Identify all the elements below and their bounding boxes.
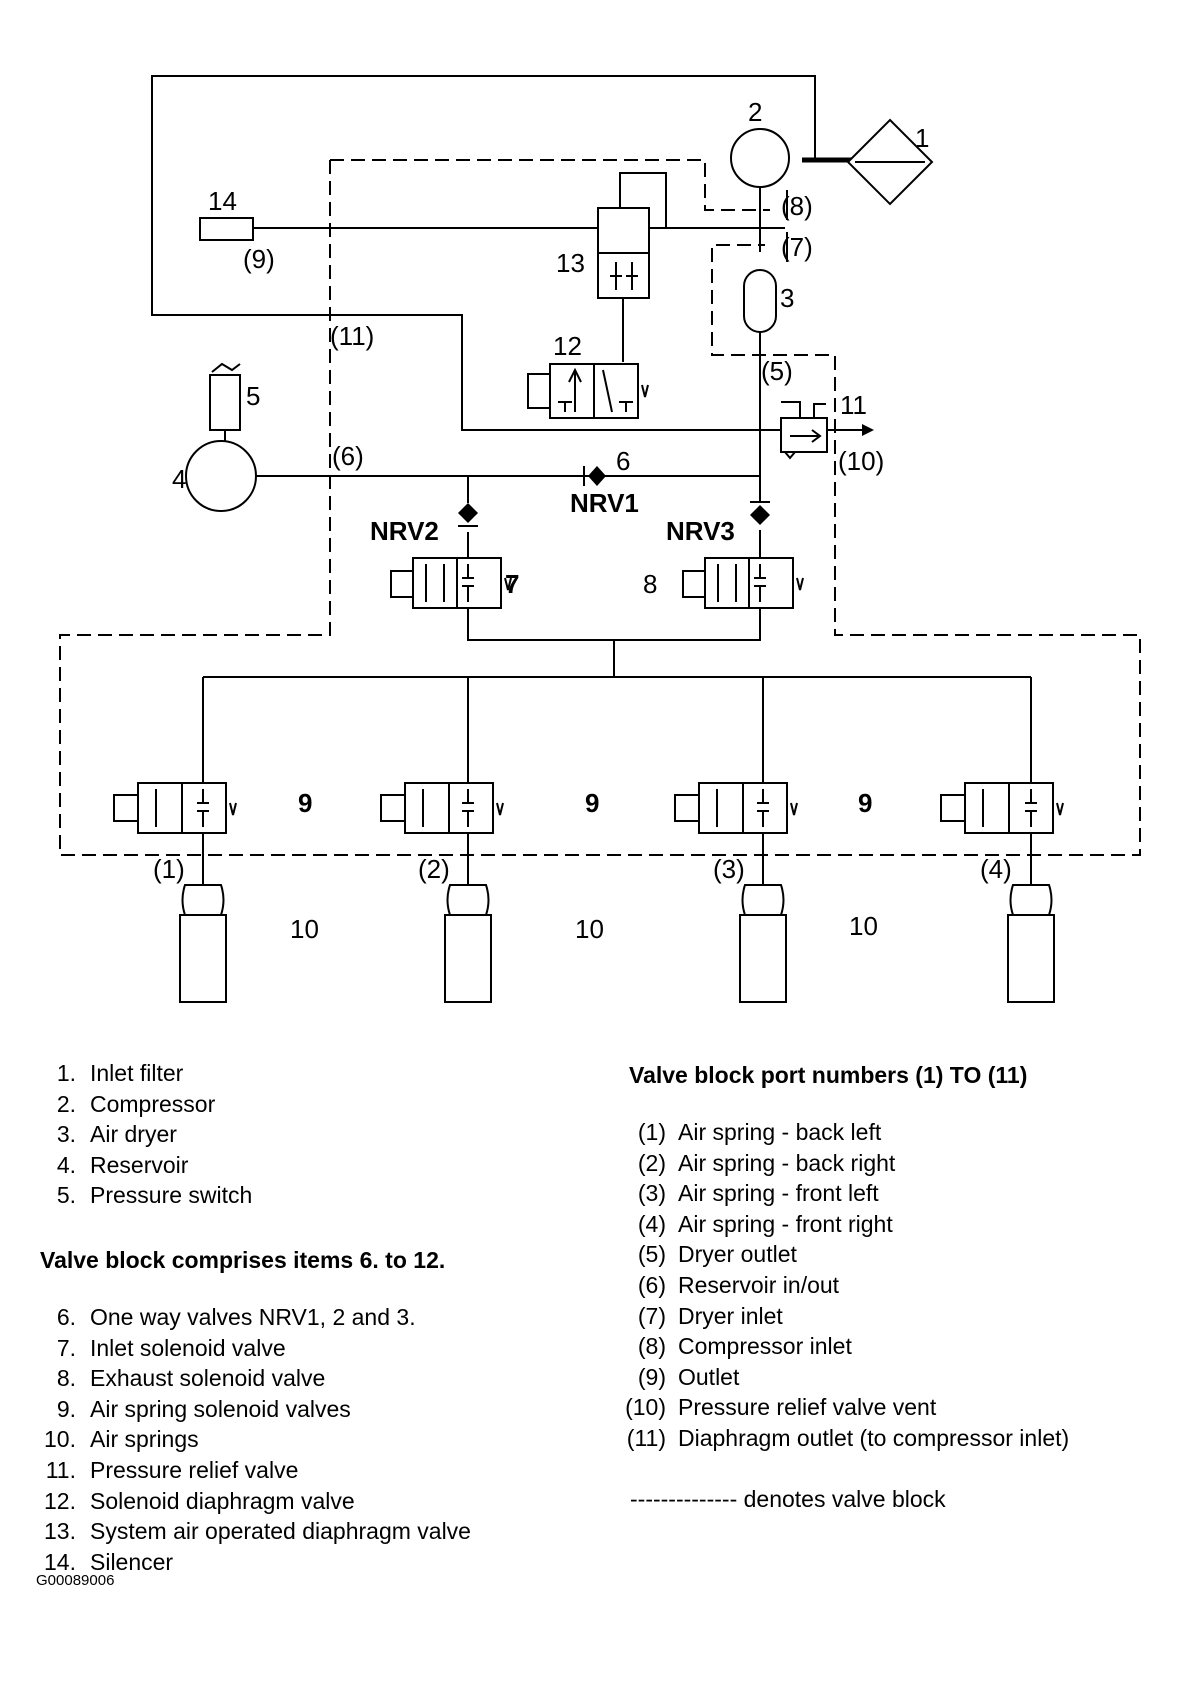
label-9-a: 9: [298, 788, 312, 818]
label-11: 11: [840, 390, 867, 420]
label-3: 3: [780, 283, 794, 313]
legend-item: (5)Dryer outlet: [637, 1241, 797, 1268]
legend-item: (4)Air spring - front right: [637, 1210, 893, 1237]
nrv3-label: NRV3: [666, 516, 735, 546]
label-10-c: 10: [849, 911, 878, 941]
dash-note: -------------- denotes valve block: [630, 1486, 946, 1512]
label-9-b: 9: [585, 788, 599, 818]
port-7-label: (7): [781, 232, 813, 262]
diaphragm-valve-13-symbol: [597, 207, 650, 299]
nrv1-label: NRV1: [570, 488, 639, 518]
ports-legend: (1)Air spring - back left (2)Air spring …: [620, 1117, 1069, 1454]
label-2: 2: [748, 97, 762, 127]
legend-item: 13.System air operated diaphragm valve: [44, 1518, 471, 1545]
legend-item: 5.Pressure switch: [56, 1182, 253, 1209]
nrv1-symbol: [583, 466, 606, 486]
port-6-label: (6): [332, 441, 364, 471]
components-legend: 1.Inlet filter 2.Compressor 3.Air dryer …: [36, 1058, 253, 1211]
inlet-solenoid-valve-symbol: [390, 557, 512, 609]
inlet-filter-symbol: [846, 118, 934, 206]
valve-block-boundary: [59, 159, 1141, 856]
label-4: 4: [172, 464, 186, 494]
legend-item: (8)Compressor inlet: [637, 1333, 852, 1360]
valve-block-heading: Valve block comprises items 6. to 12.: [40, 1247, 446, 1273]
air-spring-valve-2-symbol: [380, 782, 504, 834]
legend-item: 14.Silencer: [44, 1548, 174, 1575]
legend-item: 1.Inlet filter: [56, 1060, 184, 1086]
compressor-symbol: [730, 128, 790, 188]
port-5-label: (5): [761, 356, 793, 386]
port-4-label: (4): [980, 854, 1012, 884]
legend-item: 12.Solenoid diaphragm valve: [44, 1487, 355, 1514]
nrv2-symbol: [458, 503, 478, 527]
port-9-label: (9): [243, 244, 275, 274]
port-1-label: (1): [153, 854, 185, 884]
label-1: 1: [915, 123, 929, 153]
legend-item: (6)Reservoir in/out: [637, 1271, 840, 1298]
legend-item: 10.Air springs: [44, 1426, 199, 1453]
silencer-symbol: [199, 217, 254, 241]
air-spring-1-symbol: [179, 884, 227, 1003]
label-12: 12: [553, 331, 582, 361]
label-7: 7: [505, 569, 519, 599]
legend-item: (3)Air spring - front left: [637, 1180, 879, 1207]
air-spring-valve-4-symbol: [940, 782, 1064, 834]
label-14: 14: [208, 186, 237, 216]
legend-item: (10)Pressure relief valve vent: [625, 1394, 937, 1421]
piping: [151, 75, 1032, 885]
reservoir-symbol: [185, 440, 257, 512]
port-2-label: (2): [418, 854, 450, 884]
legend-item: 9.Air spring solenoid valves: [56, 1395, 351, 1422]
valve-block-legend: 6.One way valves NRV1, 2 and 3. 7.Inlet …: [36, 1302, 471, 1577]
figure-code: G00089006: [36, 1572, 115, 1589]
label-13: 13: [556, 248, 585, 278]
legend-item: 7.Inlet solenoid valve: [56, 1334, 286, 1361]
legend-item: (11)Diaphragm outlet (to compressor inle…: [626, 1424, 1070, 1451]
legend-item: (1)Air spring - back left: [637, 1119, 882, 1145]
air-spring-valve-3-symbol: [674, 782, 798, 834]
port-3-label: (3): [713, 854, 745, 884]
air-spring-2-symbol: [444, 884, 492, 1003]
nrv2-label: NRV2: [370, 516, 439, 546]
port-8-label: (8): [781, 191, 813, 221]
air-spring-4-symbol: [1007, 884, 1055, 1003]
label-6: 6: [616, 446, 630, 476]
port-11-label: (11): [330, 321, 374, 351]
pressure-relief-valve-symbol: [780, 417, 828, 460]
nrv3-symbol: [750, 501, 770, 525]
legend-item: (9)Outlet: [637, 1363, 740, 1390]
label-8: 8: [643, 569, 657, 599]
label-9-c: 9: [858, 788, 872, 818]
legend-item: (2)Air spring - back right: [637, 1149, 896, 1176]
air-spring-3-symbol: [739, 884, 787, 1003]
label-10-a: 10: [290, 914, 319, 944]
exhaust-solenoid-valve-symbol: [682, 557, 804, 609]
air-dryer-symbol: [743, 269, 777, 333]
legend-item: 4.Reservoir: [56, 1151, 189, 1178]
legend-item: 11.Pressure relief valve: [45, 1456, 299, 1483]
port-10-label: (10): [838, 446, 884, 476]
legend-item: 8.Exhaust solenoid valve: [56, 1365, 326, 1392]
legend-item: 6.One way valves NRV1, 2 and 3.: [56, 1304, 416, 1330]
air-spring-valve-1-symbol: [113, 782, 237, 834]
legend-item: 2.Compressor: [56, 1090, 216, 1117]
legend-item: (7)Dryer inlet: [637, 1302, 783, 1329]
label-10-b: 10: [575, 914, 604, 944]
label-5: 5: [246, 381, 260, 411]
solenoid-valve-12-symbol: [527, 363, 649, 419]
legend-item: 3.Air dryer: [56, 1121, 177, 1148]
pneumatic-schematic: 1 2 3 4 5 6 7 8 9 9 9 10 10 10 11 12 13 …: [59, 75, 1141, 1003]
ports-heading: Valve block port numbers (1) TO (11): [629, 1062, 1028, 1088]
pressure-switch-symbol: [209, 362, 241, 441]
